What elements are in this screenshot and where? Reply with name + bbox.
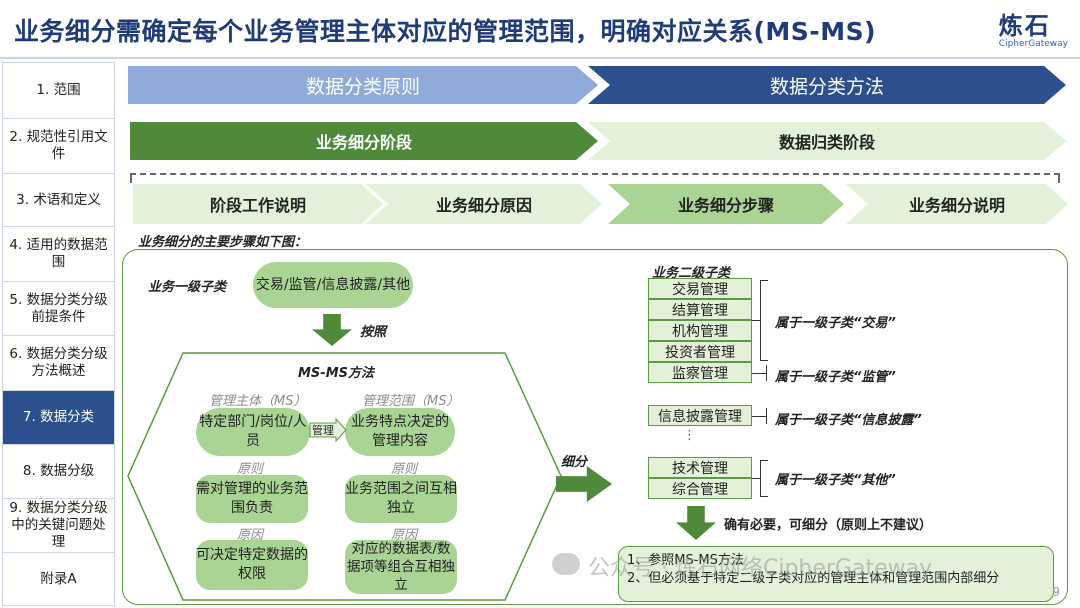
sidebar-item-grading[interactable]: 8. 数据分级 bbox=[3, 445, 114, 499]
stage-bracket-right bbox=[1058, 173, 1060, 183]
level2-item-investor: 投资者管理 bbox=[648, 341, 752, 362]
band-stage-categorization: 数据归类阶段 bbox=[588, 122, 1066, 160]
sidebar-item-method-overview[interactable]: 6. 数据分类分级方法概述 bbox=[3, 336, 114, 391]
page-title: 业务细分需确定每个业务管理主体对应的管理范围，明确对应关系(MS-MS) bbox=[14, 17, 876, 46]
company-logo: 炼石 CipherGateway bbox=[999, 6, 1068, 49]
subject-label: 管理主体（MS） bbox=[209, 394, 307, 409]
belongs-supervision: 属于一级子类“监管” bbox=[775, 370, 896, 385]
scope-label: 管理范围（MS） bbox=[362, 394, 460, 409]
band-classification-principle: 数据分类原则 bbox=[128, 66, 598, 104]
brace-trading-mid bbox=[752, 320, 760, 321]
logo-en: CipherGateway bbox=[998, 39, 1068, 49]
sidebar-item-classification[interactable]: 7. 数据分类 bbox=[3, 391, 114, 445]
manage-arrow-icon bbox=[309, 418, 347, 442]
manage-label: 管理 bbox=[312, 424, 334, 437]
brace-trading bbox=[760, 280, 770, 360]
title-divider bbox=[0, 57, 1080, 59]
stage-bracket-left bbox=[130, 173, 132, 183]
line-inspection bbox=[752, 373, 766, 374]
logo-cn: 炼石 bbox=[998, 12, 1051, 40]
watermark-text: 公众号 · 炼石网络CipherGateway bbox=[588, 556, 933, 581]
wechat-icon bbox=[552, 553, 580, 575]
scope-oval: 业务特点决定的管理内容 bbox=[345, 408, 455, 456]
sidebar-item-scope[interactable]: 1. 范围 bbox=[3, 63, 114, 119]
vertical-ellipsis: ⋮ bbox=[683, 428, 696, 443]
note-line-1: 1、参照MS-MS方法 bbox=[627, 553, 744, 568]
sidebar-item-terms[interactable]: 3. 术语和定义 bbox=[3, 174, 114, 227]
brace-other-bottom bbox=[760, 496, 768, 497]
sidebar-item-key-issues[interactable]: 9. 数据分类分级中的关键问题处理 bbox=[3, 499, 114, 553]
principle-label-left: 原则 bbox=[237, 462, 264, 477]
right-reason-box: 对应的数据表/数据项等组合互相独立 bbox=[345, 540, 457, 594]
principle-label-right: 原则 bbox=[391, 462, 418, 477]
line-disclosure bbox=[752, 416, 766, 417]
belongs-trading: 属于一级子类“交易” bbox=[775, 316, 896, 331]
notes-box: 1、参照MS-MS方法 2、但必须基于特定二级子类对应的管理主体和管理范围内部细… bbox=[618, 546, 1054, 602]
band-classification-method: 数据分类方法 bbox=[588, 66, 1066, 104]
subdivide-label: 细分 bbox=[561, 455, 588, 470]
level2-item-general: 综合管理 bbox=[648, 478, 752, 499]
ms-ms-hexagon bbox=[127, 352, 562, 601]
brace-inspection bbox=[766, 365, 776, 381]
brace-other bbox=[760, 460, 770, 496]
reason-label-left: 原因 bbox=[237, 528, 264, 543]
level2-item-settlement: 结算管理 bbox=[648, 299, 752, 320]
ms-ms-method-title: MS-MS方法 bbox=[298, 366, 374, 381]
step-subdivision-notes: 业务细分说明 bbox=[846, 184, 1068, 224]
band-stage-subdivision: 业务细分阶段 bbox=[130, 122, 598, 160]
stage-dashed-line bbox=[130, 173, 1060, 175]
brace-trading-bottom bbox=[760, 360, 768, 361]
level2-item-trading: 交易管理 bbox=[648, 278, 752, 299]
reason-label-right: 原因 bbox=[391, 528, 418, 543]
brace-trading-top bbox=[760, 280, 768, 281]
level1-label: 业务一级子类 bbox=[148, 280, 227, 295]
sidebar-item-data-scope[interactable]: 4. 适用的数据范围 bbox=[3, 227, 114, 282]
diagram-intro: 业务细分的主要步骤如下图： bbox=[138, 235, 308, 250]
sidebar-item-references[interactable]: 2. 规范性引用文件 bbox=[3, 119, 114, 174]
brace-other-top bbox=[760, 460, 768, 461]
sidebar-item-appendix[interactable]: 附录A bbox=[40, 570, 77, 587]
level1-categories-oval: 交易/监管/信息披露/其他 bbox=[253, 262, 413, 308]
subject-oval: 特定部门/岗位/人员 bbox=[196, 408, 310, 456]
step-subdivision-reason: 业务细分原因 bbox=[366, 184, 602, 224]
main-diagram-box bbox=[122, 249, 1068, 605]
level2-item-disclosure: 信息披露管理 bbox=[648, 405, 752, 426]
right-principle-box: 业务范围之间互相独立 bbox=[345, 475, 457, 523]
belongs-other: 属于一级子类“其他” bbox=[775, 473, 896, 488]
step-stage-description: 阶段工作说明 bbox=[133, 184, 383, 224]
left-principle-box: 需对管理的业务范围负责 bbox=[196, 475, 308, 523]
left-reason-box: 可决定特定数据的权限 bbox=[196, 540, 308, 590]
level2-item-technology: 技术管理 bbox=[648, 457, 752, 478]
level2-item-inspection: 监察管理 bbox=[648, 362, 752, 383]
sidebar-item-prerequisites[interactable]: 5. 数据分类分级前提条件 bbox=[3, 282, 114, 336]
brace-other-mid bbox=[752, 478, 760, 479]
sidebar-nav: 1. 范围 2. 规范性引用文件 3. 术语和定义 4. 适用的数据范围 5. … bbox=[2, 62, 115, 606]
brace-disclosure bbox=[766, 408, 776, 424]
page-number: 9 bbox=[1052, 585, 1060, 599]
level2-item-institution: 机构管理 bbox=[648, 320, 752, 341]
according-label: 按照 bbox=[360, 325, 387, 340]
further-subdivide-text: 确有必要，可细分（原则上不建议） bbox=[724, 518, 933, 533]
belongs-disclosure: 属于一级子类“信息披露” bbox=[775, 413, 922, 428]
level2-label: 业务二级子类 bbox=[652, 266, 731, 281]
note-line-2: 2、但必须基于特定二级子类对应的管理主体和管理范围内部细分 bbox=[627, 571, 1000, 586]
step-subdivision-steps: 业务细分步骤 bbox=[608, 184, 844, 224]
